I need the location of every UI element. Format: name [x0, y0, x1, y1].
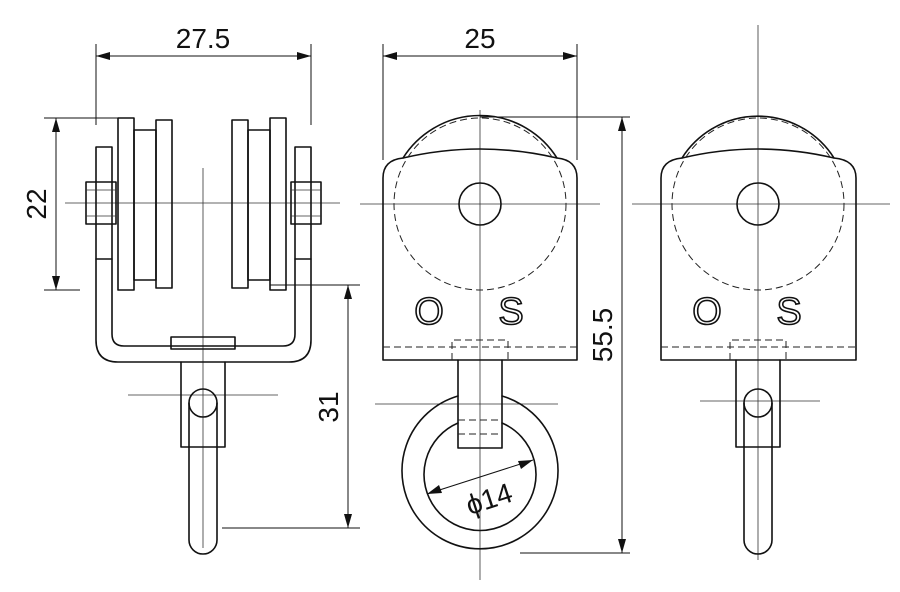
dim-phi14-line: [426, 459, 534, 495]
dim-27-5-arrow-left: [96, 52, 110, 60]
dimension-height-wheel: 22: [21, 117, 118, 291]
dim-27-5-label: 27.5: [176, 23, 231, 54]
dim-22-arrow-bottom: [52, 276, 60, 290]
right-outer-plate: [294, 146, 312, 260]
left-sheave-groove: [133, 129, 157, 281]
rear-shank: [735, 359, 781, 448]
front-ring-inner: [423, 422, 537, 532]
front-marking-os: O S: [414, 291, 545, 333]
side-view-pin-rod: [188, 402, 218, 555]
rear-housing-plate: [660, 148, 857, 361]
side-view: [65, 117, 340, 555]
dim-22-label: 22: [21, 188, 52, 219]
bracket-top-block: [170, 336, 236, 350]
side-view-shank: [180, 361, 226, 448]
dim-55-5-arrow-bottom: [618, 539, 626, 553]
dim-22-arrow-top: [52, 118, 60, 132]
dimension-width-front: 25: [382, 23, 578, 160]
dim-31-arrow-top: [344, 285, 352, 299]
front-housing-plate: [382, 148, 578, 361]
rear-wheel-top-arc: [681, 115, 835, 159]
left-outer-plate: [95, 146, 113, 260]
dim-phi14-arrow-right: [518, 460, 533, 469]
dim-25-label: 25: [464, 23, 495, 54]
rear-hidden-wheel: [671, 117, 845, 291]
dimension-hook-length: 31: [222, 284, 360, 529]
u-bracket-outer: [95, 258, 312, 363]
front-axle-hole: [458, 182, 502, 226]
right-sheave-groove: [247, 129, 271, 281]
dim-31-label: 31: [313, 391, 344, 422]
left-sheave-outer-flange: [117, 117, 135, 291]
left-axle-stub: [85, 181, 117, 225]
front-hidden-wheel: [393, 117, 567, 291]
front-view: O S: [360, 110, 600, 580]
rear-hidden-shank-top: [729, 339, 787, 360]
right-sheave-inner-flange: [231, 119, 249, 289]
right-axle-stub: [290, 181, 322, 225]
rear-marking-os: O S: [692, 291, 823, 333]
rear-view: O S: [632, 25, 890, 560]
rear-axle-hole: [736, 182, 780, 226]
front-shank: [457, 359, 503, 449]
u-bracket-inner: [111, 258, 296, 347]
dim-55-5-arrow-top: [618, 117, 626, 131]
dim-55-5-label: 55.5: [587, 308, 618, 363]
front-ring-outer: [401, 395, 559, 550]
dim-31-arrow-bottom: [344, 514, 352, 528]
front-wheel-top-arc: [402, 114, 558, 159]
dim-phi14-label: ϕ14: [462, 477, 516, 521]
dimension-total-height: 55.5: [480, 116, 630, 554]
dim-phi14-arrow-left: [427, 485, 442, 494]
left-sheave-inner-flange: [155, 119, 173, 289]
front-hidden-shank-top: [451, 339, 509, 360]
dimension-width-top: 27.5: [95, 23, 312, 125]
dim-25-arrow-left: [383, 52, 397, 60]
dim-25-arrow-right: [563, 52, 577, 60]
rear-pin-rod: [743, 402, 773, 555]
right-sheave-outer-flange: [269, 117, 287, 291]
dim-27-5-arrow-right: [297, 52, 311, 60]
